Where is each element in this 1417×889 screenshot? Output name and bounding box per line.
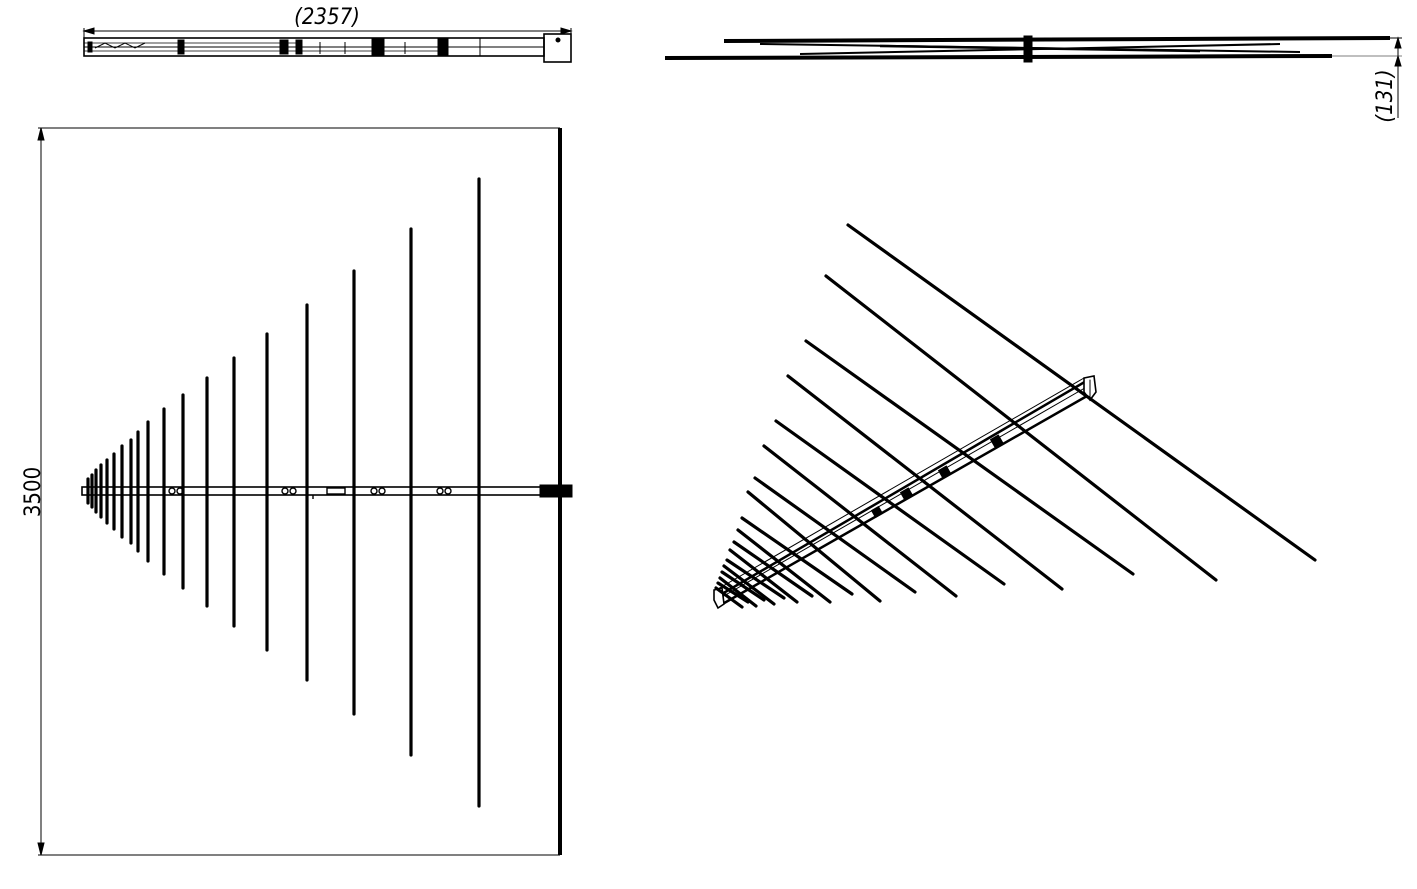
- side-view-element-lower: [664, 54, 1333, 60]
- side-view-element-upper: [723, 36, 1391, 43]
- front-view: 3500: [21, 127, 573, 856]
- top-view: (2357): [82, 5, 573, 63]
- top-view-dimension-label: (2357): [294, 5, 360, 30]
- front-view-dimension-label: 3500: [21, 467, 46, 517]
- side-view-hub: [1023, 35, 1033, 63]
- front-view-boom: [81, 486, 559, 496]
- top-view-end-block: [543, 33, 572, 63]
- top-view-dimension-arrow-left: [82, 27, 95, 35]
- side-view-dimension-label: (131): [1373, 69, 1398, 122]
- top-view-dimension-arrow-right: [560, 27, 573, 35]
- isometric-view: [713, 223, 1317, 610]
- isometric-dipole-elements: [714, 223, 1317, 609]
- side-view: (131): [664, 35, 1402, 123]
- front-view-boom-clamps: [168, 487, 452, 499]
- isometric-boom-clamps: [870, 434, 1004, 519]
- front-view-dipole-elements: [86, 177, 481, 808]
